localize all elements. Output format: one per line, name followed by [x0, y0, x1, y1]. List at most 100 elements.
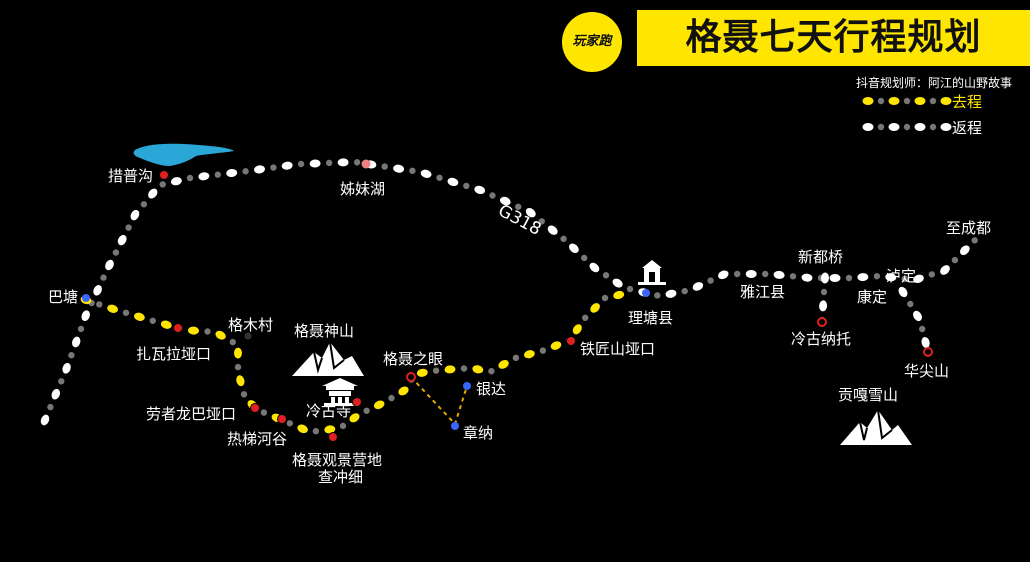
town-icon	[638, 260, 666, 285]
place-label-litang: 理塘县	[628, 309, 674, 327]
logo-text: 玩家跑	[572, 34, 612, 49]
return-route-dot	[325, 159, 333, 167]
place-label-chachongxi: 查冲细	[318, 468, 364, 486]
place-label-yajiang: 雅江县	[740, 283, 786, 301]
return-route-dot	[538, 218, 545, 225]
place-label-tiejiangshan: 铁匠山垭口	[580, 340, 656, 358]
return-route-dot	[447, 177, 459, 187]
return-route-dot	[569, 243, 579, 254]
marker-litang	[642, 289, 650, 297]
return-route-dot	[762, 270, 769, 278]
place-label-batang: 巴塘	[48, 288, 79, 306]
outbound-route-dot	[488, 368, 495, 375]
outbound-route-dot	[204, 328, 211, 335]
logo: 玩家跑	[562, 12, 622, 72]
return-route-dot	[58, 378, 65, 385]
legend-return-dot	[929, 123, 937, 131]
legend-outbound-dot	[888, 97, 900, 105]
outbound-route-dot	[460, 365, 468, 372]
return-route-dot	[159, 181, 166, 188]
outbound-route-dot	[234, 363, 242, 371]
return-route-dot	[242, 168, 249, 175]
legend-outbound-label: 去程	[952, 93, 983, 111]
return-route-dot	[130, 209, 140, 221]
legend-outbound-dot	[914, 97, 926, 105]
outbound-route-dot	[240, 391, 248, 398]
outbound-route-dot	[339, 422, 347, 430]
legend-return-line	[862, 123, 952, 131]
place-label-genieshenshan: 格聂神山	[294, 322, 355, 340]
return-route-dot	[170, 177, 182, 186]
return-route-dot	[602, 272, 610, 279]
return-route-dot	[337, 158, 349, 167]
outbound-route-dot	[523, 350, 535, 359]
return-route-dot	[100, 274, 107, 281]
return-route-dot	[463, 182, 470, 190]
marker-zimeihu	[361, 159, 371, 169]
return-route-dot	[959, 245, 970, 256]
return-route-dot	[589, 262, 600, 273]
place-label-zhawala: 扎瓦拉垭口	[136, 345, 212, 363]
place-label-kangding: 康定	[857, 288, 888, 306]
place-label-zhichengdu: 至成都	[946, 219, 992, 237]
return-route-dot	[409, 167, 416, 175]
return-route-dot	[845, 274, 853, 282]
return-route-dot	[140, 201, 148, 208]
return-route-dot	[117, 234, 127, 246]
return-route-dot	[951, 256, 959, 264]
place-label-luding: 泸定	[886, 267, 917, 285]
place-label-retihegu: 热梯河谷	[227, 430, 288, 448]
outbound-route-dot	[160, 320, 172, 329]
return-route-dot	[489, 192, 496, 199]
outbound-route-dot	[572, 324, 582, 335]
marker-yingdi	[328, 432, 338, 442]
return-route-dot	[873, 273, 881, 280]
title-banner: 格聂七天行程规划	[637, 10, 1030, 66]
return-route-dot	[681, 287, 688, 295]
legend-return-dot	[903, 123, 911, 131]
return-route-dot	[297, 160, 305, 168]
outbound-route-dot	[229, 338, 237, 346]
return-route-dot	[214, 171, 222, 178]
place-label-lenggunatuo: 冷古纳托	[791, 330, 852, 348]
return-route-dot	[560, 235, 567, 243]
outbound-route-dot	[134, 312, 145, 321]
outbound-route-dot	[601, 294, 609, 302]
outbound-route-dot	[613, 290, 625, 300]
return-route-dot	[921, 337, 930, 348]
markers	[82, 159, 933, 442]
legend-outbound-dot	[929, 97, 937, 105]
return-route-dot	[81, 310, 90, 322]
outbound-route	[80, 290, 625, 435]
outbound-route-dot	[107, 304, 118, 313]
return-route-dot	[928, 271, 935, 278]
legend-return-dot	[888, 123, 900, 131]
legend-outbound-dot	[940, 97, 952, 105]
return-route-dot	[581, 254, 588, 262]
return-route-dot	[125, 224, 132, 231]
outbound-route-dot	[416, 368, 428, 377]
legend	[862, 97, 952, 131]
outbound-route-dot	[297, 424, 308, 434]
return-route-dot	[309, 159, 321, 168]
lake-icon	[133, 143, 234, 166]
temple-icon	[322, 378, 358, 406]
return-route-dot	[692, 282, 704, 291]
legend-outbound-dot	[862, 97, 874, 105]
marker-retihegu	[277, 414, 287, 424]
return-route-dot	[547, 225, 558, 235]
return-route-dot	[654, 292, 661, 299]
return-route-dot	[77, 325, 85, 333]
outbound-route-dot	[512, 354, 520, 361]
return-route-dot	[901, 275, 908, 282]
return-route-dot	[68, 352, 75, 359]
outbound-route-dot	[286, 420, 293, 427]
place-label-geniezhiyan: 格聂之眼	[383, 350, 444, 368]
marker-gemucun	[244, 332, 252, 340]
return-route-dot	[281, 161, 293, 170]
return-route-dot	[186, 174, 194, 182]
return-route-dot	[734, 270, 741, 278]
return-route	[40, 158, 978, 426]
